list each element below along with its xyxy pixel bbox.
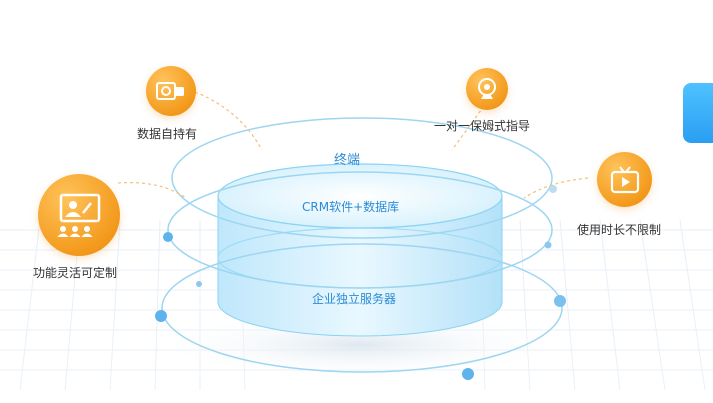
connector-data-ownership — [194, 91, 263, 151]
connector-custom — [117, 181, 187, 199]
cylinder-top-label: 终端 — [334, 153, 361, 168]
orbit-dot — [462, 368, 474, 380]
orbit-dot — [544, 241, 552, 249]
side-float-tab[interactable] — [683, 83, 713, 143]
orbit-ring-top — [171, 117, 553, 239]
orbit-dot — [554, 295, 566, 307]
webcam-icon — [466, 68, 508, 110]
cylinder-top — [217, 163, 503, 229]
orbit-dot — [155, 310, 167, 322]
cylinder-bottom-label: 企业独立服务器 — [312, 292, 397, 306]
orbit-dot — [196, 281, 202, 287]
feature-label-custom: 功能灵活可定制 — [33, 266, 118, 280]
tv-play-icon — [597, 152, 652, 207]
connector-unlimited — [523, 177, 589, 199]
feature-label-unlimited: 使用时长不限制 — [577, 223, 662, 237]
orbit-dot — [163, 232, 173, 242]
cylinder-middle-label: CRM软件+数据库 — [302, 200, 400, 214]
cylinder-body — [217, 195, 503, 337]
orbit-ring-middle — [167, 171, 553, 289]
feature-label-guidance: 一对一保姆式指导 — [434, 119, 531, 133]
orbit-dot — [549, 185, 557, 193]
orbit-ring-bottom — [161, 243, 563, 373]
connector-guidance — [451, 105, 485, 151]
video-camera-icon — [146, 66, 196, 116]
presenter-board-icon — [38, 174, 120, 256]
feature-label-data-ownership: 数据自持有 — [137, 127, 198, 141]
